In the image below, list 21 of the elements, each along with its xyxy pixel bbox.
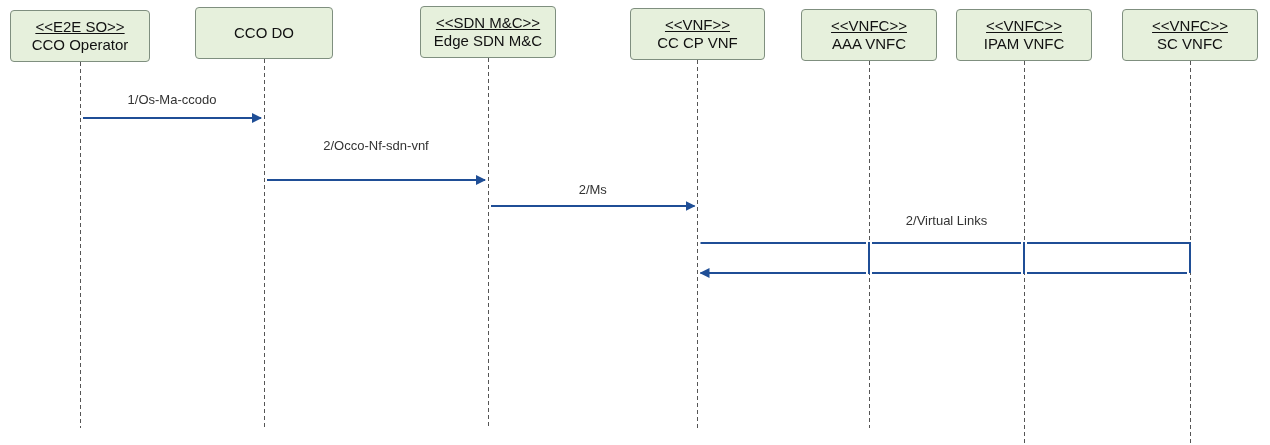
stereotype-label: <<VNFC>> [986, 17, 1062, 35]
edge-label: 1/Os-Ma-ccodo [125, 92, 219, 107]
edge-label: 2/Virtual Links [903, 213, 990, 228]
message-arrow [82, 113, 262, 123]
stereotype-label: <<VNFC>> [831, 17, 907, 35]
participant-name: CCO Operator [31, 36, 129, 54]
participant-name: CC CP VNF [657, 34, 738, 52]
message-arrow [490, 201, 696, 211]
stereotype-label: <<SDN M&C>> [435, 14, 541, 32]
stereotype-label: <<VNF>> [664, 16, 730, 34]
stereotype-label: <<E2E SO>> [35, 18, 125, 36]
participant-name: SC VNFC [1157, 35, 1223, 53]
edge-label: 2/Occo-Nf-sdn-vnf [321, 138, 431, 153]
stereotype-label: <<VNFC>> [1152, 17, 1228, 35]
participant-name: AAA VNFC [831, 35, 907, 53]
edge-label: 2/Ms [576, 182, 609, 197]
participant-name: Edge SDN M&C [433, 32, 543, 50]
message-arrow [266, 175, 486, 185]
message-arrow [699, 268, 867, 278]
participant-name: IPAM VNFC [983, 35, 1065, 53]
participant-name: CCO DO [234, 24, 294, 42]
